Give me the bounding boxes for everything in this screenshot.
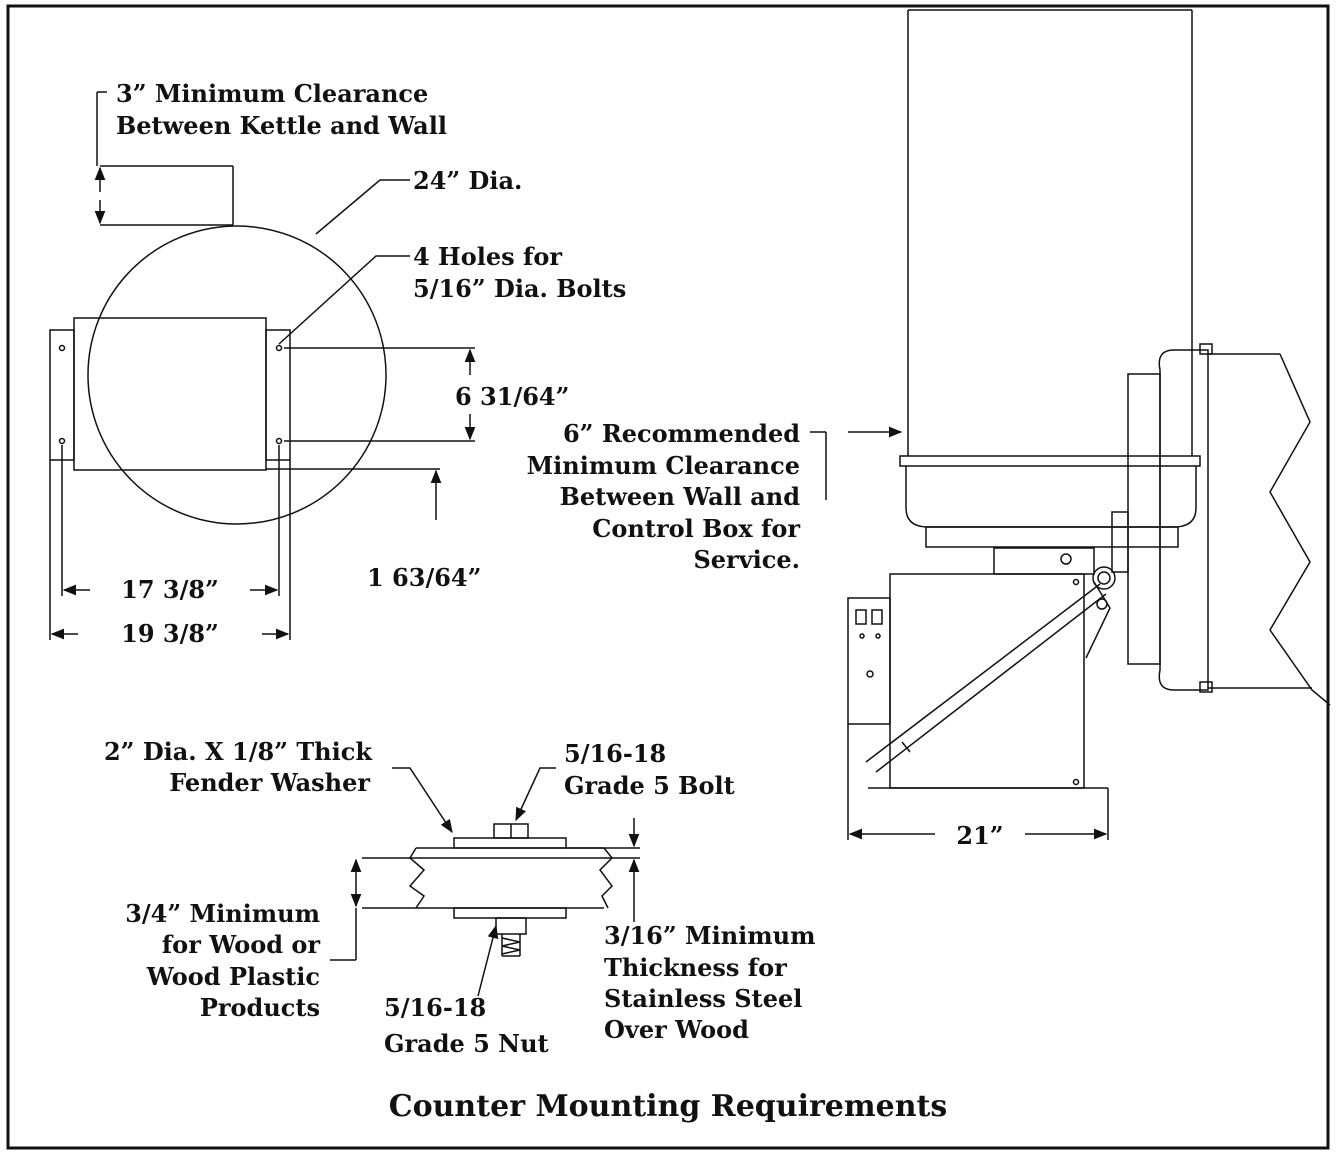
label-wood-min-1: 3/4” Minimum xyxy=(125,899,320,928)
label-fender-washer-2: Fender Washer xyxy=(169,768,370,797)
mounting-plate xyxy=(73,317,267,471)
label-clearance-kettle-wall-1: 3” Minimum Clearance xyxy=(116,79,428,108)
label-dim-6-31-64: 6 31/64” xyxy=(455,382,569,411)
bolt-detail xyxy=(330,767,640,997)
bolt-hole xyxy=(58,437,66,445)
label-nut-1: 5/16-18 xyxy=(384,993,486,1022)
nut xyxy=(495,917,527,935)
label-bolt-1: 5/16-18 xyxy=(564,739,666,768)
label-bolt-2: Grade 5 Bolt xyxy=(564,771,735,800)
label-stainless-min-2: Thickness for xyxy=(604,953,787,982)
label-stainless-min-4: Over Wood xyxy=(604,1015,749,1044)
side-view xyxy=(810,9,1331,840)
control-box xyxy=(889,573,1085,789)
label-dia-24: 24” Dia. xyxy=(413,166,522,195)
label-dim-19-3-8: 19 3/8” xyxy=(121,619,219,648)
label-clearance-kettle-wall-2: Between Kettle and Wall xyxy=(116,111,447,140)
label-clearance-control-box-4: Control Box for xyxy=(592,514,800,543)
page-title: Counter Mounting Requirements xyxy=(389,1089,948,1124)
label-stainless-min-3: Stainless Steel xyxy=(604,984,802,1013)
label-wood-min-4: Products xyxy=(200,993,320,1022)
bolt-hole xyxy=(58,344,66,352)
label-clearance-control-box-2: Minimum Clearance xyxy=(527,451,800,480)
label-clearance-control-box-1: 6” Recommended xyxy=(563,419,800,448)
label-holes-1: 4 Holes for xyxy=(413,242,562,271)
label-wood-min-3: Wood Plastic xyxy=(146,962,320,991)
top-view xyxy=(49,91,476,640)
label-fender-washer-1: 2” Dia. X 1/8” Thick xyxy=(104,737,373,766)
label-dim-17-3-8: 17 3/8” xyxy=(121,575,219,604)
label-nut-2: Grade 5 Nut xyxy=(384,1029,549,1058)
label-clearance-control-box-5: Service. xyxy=(693,545,800,574)
label-dim-21: 21” xyxy=(956,821,1003,850)
label-clearance-control-box-3: Between Wall and xyxy=(560,482,801,511)
kettle-outline xyxy=(87,225,387,525)
label-wood-min-2: for Wood or xyxy=(162,930,320,959)
bolt-hole xyxy=(275,437,283,445)
fender-washer xyxy=(453,837,567,849)
label-holes-2: 5/16” Dia. Bolts xyxy=(413,274,626,303)
label-dim-1-63-64: 1 63/64” xyxy=(367,563,481,592)
kettle-rim xyxy=(899,455,1201,467)
bolt-hole xyxy=(275,344,283,352)
drawing-border xyxy=(6,4,1330,1150)
label-stainless-min-1: 3/16” Minimum xyxy=(604,921,816,950)
